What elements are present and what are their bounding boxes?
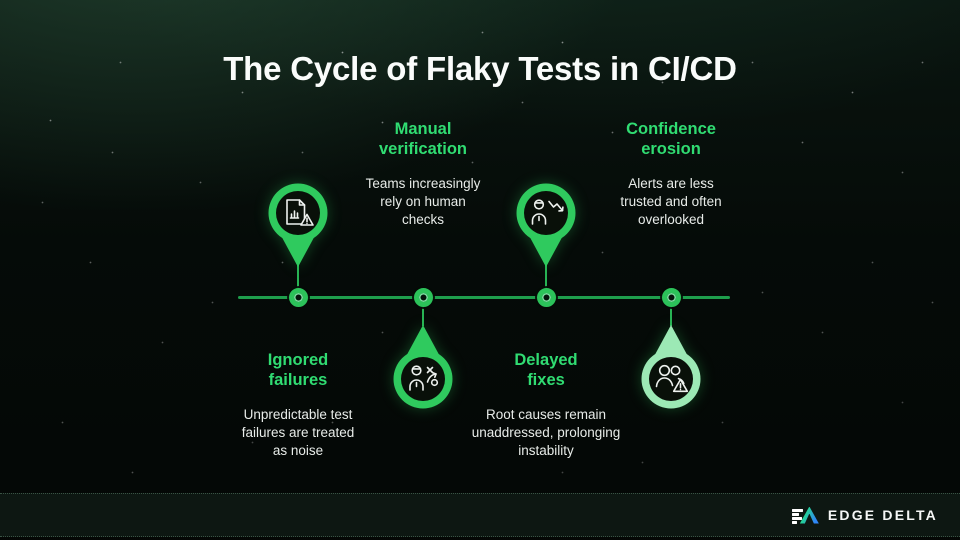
brand-name: EDGE DELTA <box>827 507 938 523</box>
person-decline-icon <box>531 199 564 225</box>
stage-body: Root causes remain unaddressed, prolongi… <box>471 406 621 458</box>
stage-label-manual-verification: Manual verification Teams increasingly r… <box>323 120 523 229</box>
stage-body: Alerts are less trusted and often overlo… <box>620 175 722 227</box>
timeline-node <box>537 288 556 307</box>
pin-people-warning <box>641 325 701 409</box>
footer-bar: EDGE DELTA <box>0 493 960 537</box>
stage-heading: Manual verification <box>378 120 468 158</box>
pin-person-strategy <box>393 325 453 409</box>
stage-heading: Ignored failures <box>267 351 329 389</box>
pin-person-decline <box>516 183 576 267</box>
people-warning-icon <box>655 364 689 393</box>
pin-stem <box>422 306 424 326</box>
stage-label-delayed-fixes: Delayed fixes Root causes remain unaddre… <box>446 351 646 460</box>
timeline-node <box>662 288 681 307</box>
stage-label-ignored-failures: Ignored failures Unpredictable test fail… <box>198 351 398 460</box>
logo-bars-icon <box>791 509 803 524</box>
report-warning-icon <box>286 199 314 226</box>
brand-logo: EDGE DELTA <box>791 506 938 524</box>
person-strategy-icon <box>409 365 439 391</box>
stage-heading: Delayed fixes <box>514 351 578 389</box>
pin-stem <box>297 263 299 289</box>
stage-body: Unpredictable test failures are treated … <box>241 406 355 458</box>
stage-body: Teams increasingly rely on human checks <box>365 175 481 227</box>
timeline-node <box>289 288 308 307</box>
pin-report-warning <box>268 183 328 267</box>
edge-delta-logo-icon <box>791 506 819 524</box>
pin-stem <box>545 263 547 289</box>
timeline-node <box>414 288 433 307</box>
timeline-axis <box>238 296 730 299</box>
starfield-decoration <box>0 0 1 1</box>
stage-heading: Confidence erosion <box>626 120 716 158</box>
pin-stem <box>670 306 672 326</box>
stage-label-confidence-erosion: Confidence erosion Alerts are less trust… <box>571 120 771 229</box>
page-title: The Cycle of Flaky Tests in CI/CD <box>223 50 737 87</box>
